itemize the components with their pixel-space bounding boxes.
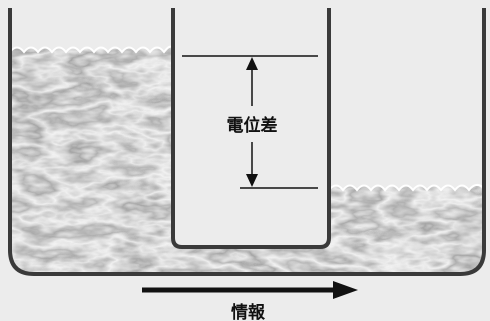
- information-label: 情報: [231, 302, 266, 321]
- right-liquid-surface: [328, 184, 485, 192]
- lower-arrowhead-icon: [246, 174, 258, 187]
- outer-container: [8, 8, 486, 276]
- information-flow-indicator: 情報: [142, 281, 358, 321]
- information-arrowhead-icon: [333, 281, 358, 299]
- upper-arrowhead-icon: [246, 57, 258, 70]
- potential-difference-indicator: 電位差: [182, 55, 318, 189]
- left-liquid-surface: [9, 45, 174, 54]
- potential-difference-label: 電位差: [227, 115, 278, 136]
